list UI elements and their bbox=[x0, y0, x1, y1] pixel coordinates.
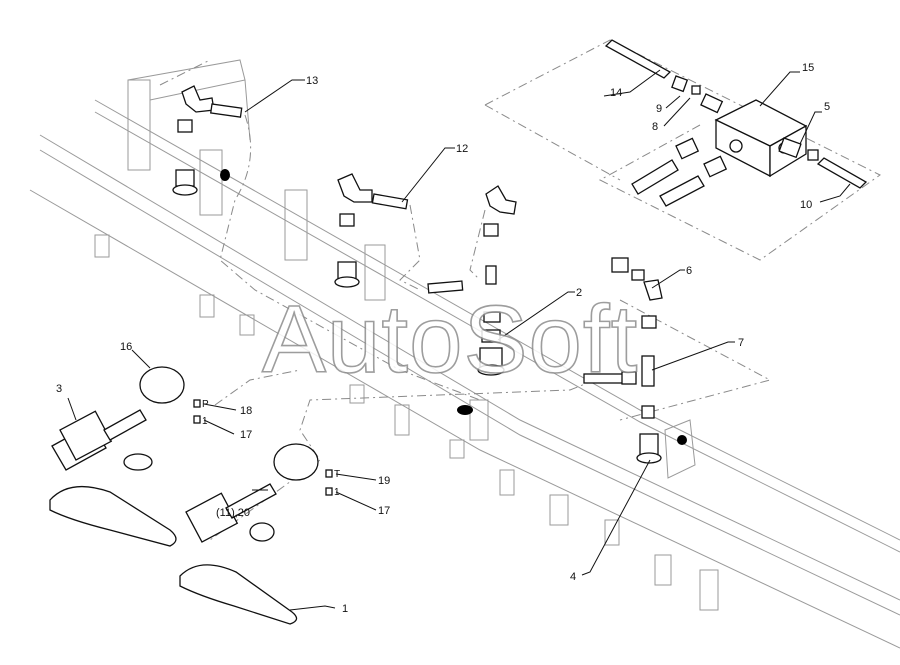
callout-12: 12 bbox=[456, 143, 468, 155]
watermark: AutoSoft bbox=[262, 286, 638, 393]
callout-5: 5 bbox=[824, 101, 830, 113]
callout-9: 9 bbox=[656, 103, 662, 115]
callout-6: 6 bbox=[686, 265, 692, 277]
callout-1: 1 bbox=[342, 603, 348, 615]
callout-7: 7 bbox=[738, 337, 744, 349]
callout-14: 14 bbox=[610, 87, 622, 99]
callout-3: 3 bbox=[56, 383, 62, 395]
hose-routes bbox=[159, 39, 881, 541]
leader-lines bbox=[67, 69, 851, 611]
callout-10: 10 bbox=[800, 199, 812, 211]
hydraulic-parts bbox=[49, 39, 868, 625]
callout-11-20: (11),20 bbox=[216, 507, 250, 519]
callout-13: 13 bbox=[306, 75, 318, 87]
tag-1a: 1 bbox=[202, 416, 208, 427]
callout-15: 15 bbox=[802, 62, 814, 74]
callout-17-lower: 17 bbox=[378, 505, 390, 517]
callout-8: 8 bbox=[652, 121, 658, 133]
callout-18: 18 bbox=[240, 405, 252, 417]
machine-frame bbox=[29, 59, 900, 649]
callout-17-upper: 17 bbox=[240, 429, 252, 441]
callout-16: 16 bbox=[120, 341, 132, 353]
callout-labels: 13 12 2 14 9 8 15 5 10 6 7 4 1 3 16 18 1… bbox=[56, 62, 830, 615]
callout-19: 19 bbox=[378, 475, 390, 487]
callout-2: 2 bbox=[576, 287, 582, 299]
callout-4: 4 bbox=[570, 571, 576, 583]
